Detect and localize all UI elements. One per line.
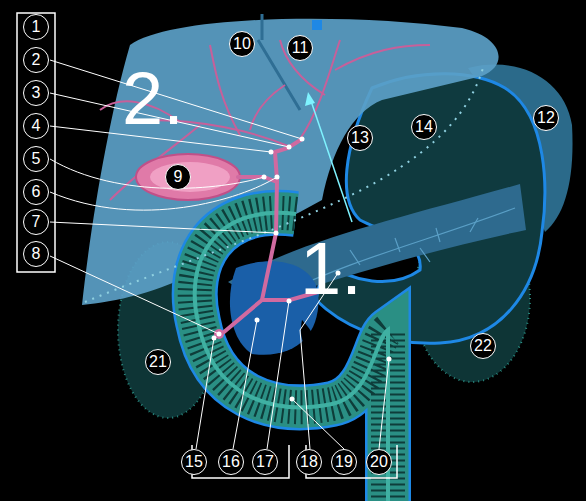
callout-circle: 18 <box>296 449 322 475</box>
callout-number: 22 <box>474 338 492 354</box>
callout-number: 4 <box>32 118 41 134</box>
callout-number: 20 <box>370 454 388 470</box>
callout-number: 17 <box>256 454 274 470</box>
callout-number: 18 <box>300 454 318 470</box>
callout-circle: 21 <box>145 349 171 375</box>
bracket <box>17 13 55 272</box>
callout-number: 7 <box>32 214 41 230</box>
callout-number: 1 <box>32 19 41 35</box>
callout-circle: 6 <box>23 179 49 205</box>
duodenum <box>195 213 388 501</box>
leader-dots <box>212 137 392 402</box>
callout-number: 2 <box>32 52 41 68</box>
arrowhead <box>305 92 315 106</box>
direction-arrow <box>310 98 352 222</box>
callout-number: 11 <box>292 40 309 56</box>
leader-lines <box>50 60 389 449</box>
callout-number: 6 <box>32 184 41 200</box>
callout-number: 9 <box>174 169 183 185</box>
callout-circle: 12 <box>533 105 559 131</box>
callout-circle: 17 <box>252 449 278 475</box>
callout-number: 16 <box>222 454 240 470</box>
callout-circle: 4 <box>23 113 49 139</box>
callout-circle: 1 <box>23 14 49 40</box>
callout-number: 14 <box>415 119 433 135</box>
callout-number: 3 <box>32 85 41 101</box>
callout-number: 13 <box>351 130 369 146</box>
callout-circle: 10 <box>229 31 255 57</box>
callout-number: 15 <box>185 454 203 470</box>
notch <box>301 320 318 360</box>
callout-circle: 13 <box>347 125 373 151</box>
callout-circle: 11 <box>287 35 313 61</box>
callout-circle: 15 <box>181 449 207 475</box>
callout-circle: 5 <box>23 146 49 172</box>
callout-number: 19 <box>335 454 353 470</box>
callout-number: 10 <box>233 36 251 52</box>
gallbladder-lumen <box>150 162 230 192</box>
callout-circle: 19 <box>331 449 357 475</box>
callout-number: 12 <box>537 110 555 126</box>
callout-circle: 20 <box>366 449 392 475</box>
gallbladder <box>136 154 240 200</box>
callout-circle: 16 <box>218 449 244 475</box>
callout-circle: 14 <box>411 114 437 140</box>
callout-circle: 9 <box>165 164 191 190</box>
bile-duct-branches <box>100 40 430 200</box>
callout-circle: 22 <box>470 333 496 359</box>
callout-number: 5 <box>32 151 41 167</box>
region-label: 2. <box>122 62 184 136</box>
callout-number: 21 <box>149 354 167 370</box>
callout-circle: 8 <box>23 241 49 267</box>
callout-circle: 7 <box>23 209 49 235</box>
callout-circle: 3 <box>23 80 49 106</box>
callout-circle: 2 <box>23 47 49 73</box>
vessel-stub <box>312 20 322 30</box>
callout-number: 8 <box>32 246 41 262</box>
vessel <box>258 14 300 110</box>
region-label: 1. <box>300 232 362 306</box>
